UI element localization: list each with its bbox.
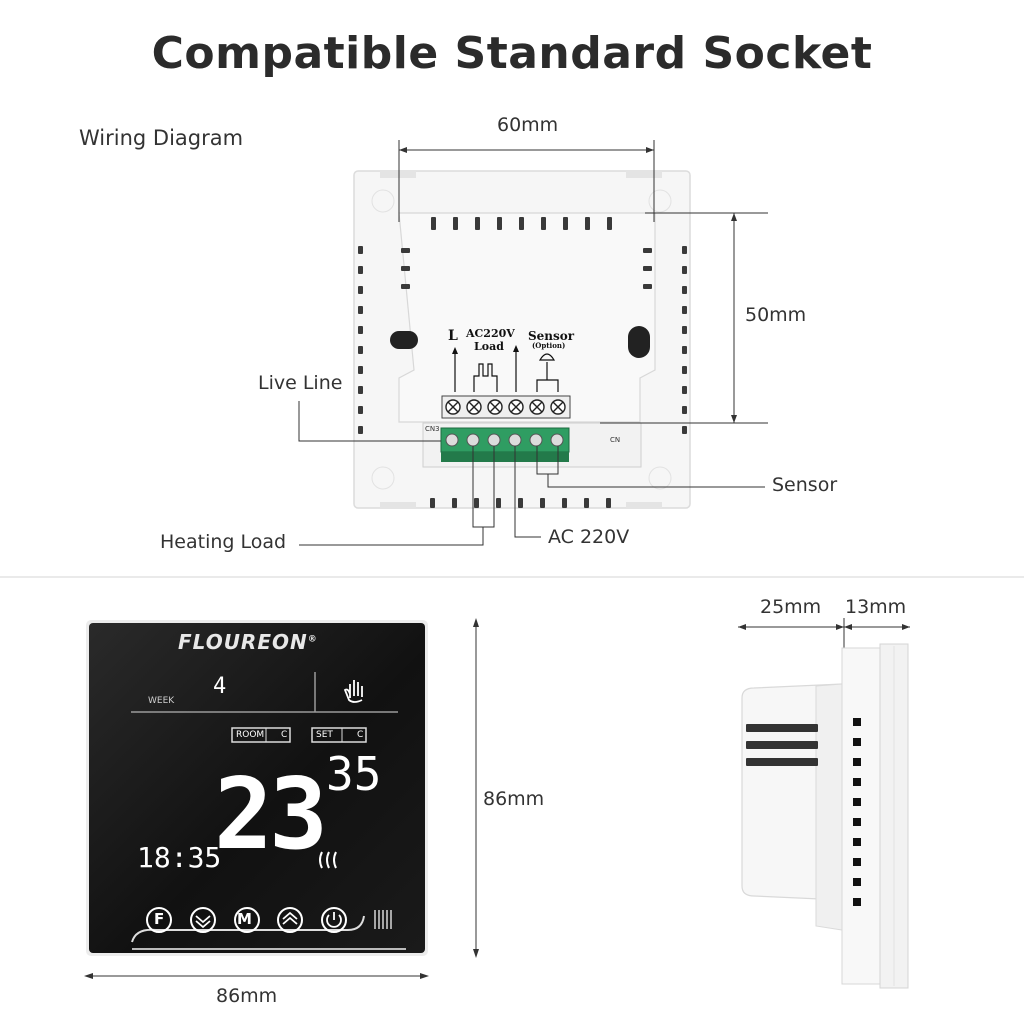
pcb-l-label: L — [448, 328, 458, 344]
room-label: ROOM — [236, 730, 265, 740]
dim-60mm: 60mm — [497, 114, 559, 136]
set-unit: C — [357, 730, 364, 740]
clock: 18:35 — [137, 841, 222, 874]
heating-load-callout — [299, 527, 484, 546]
button-m[interactable]: M — [237, 910, 252, 928]
up-icon — [282, 916, 298, 925]
page-title: Compatible Standard Socket — [151, 28, 873, 79]
live-line-callout — [298, 401, 441, 442]
side-view — [738, 618, 910, 989]
dim-86mm-width: 86mm — [216, 985, 278, 1007]
ac220v-callout — [514, 446, 541, 538]
dim-25mm: 25mm — [760, 596, 822, 618]
pcb-load-label: Load — [474, 340, 504, 353]
side-vents — [358, 246, 687, 434]
heating-load-label: Heating Load — [160, 531, 287, 553]
sensor-callout — [547, 474, 765, 488]
brand-logo: FLOUREON® — [178, 630, 318, 654]
pcb-sensor-label: Sensor — [528, 329, 575, 343]
pcb-cn-right: CN — [610, 436, 621, 444]
hand-icon — [343, 680, 363, 703]
front-dimensions — [84, 618, 479, 979]
pcb-ac220v-label: AC220V — [466, 327, 515, 340]
power-icon — [326, 914, 342, 928]
dim-13mm: 13mm — [845, 596, 907, 618]
dim-50mm: 50mm — [745, 304, 807, 326]
terminal-block-green — [440, 427, 570, 462]
down-icon — [195, 915, 211, 924]
week-value: 4 — [213, 674, 227, 699]
inner-housing — [398, 212, 656, 423]
room-unit: C — [281, 730, 288, 740]
room-temperature: 23 — [214, 758, 328, 872]
button-f[interactable]: F — [154, 910, 165, 928]
wiring-diagram — [0, 140, 1024, 578]
live-line-label: Live Line — [258, 372, 343, 394]
week-label: WEEK — [148, 696, 175, 706]
dim-86mm-height: 86mm — [483, 788, 545, 810]
thermostat-front — [86, 620, 428, 956]
heat-waves-icon — [319, 851, 337, 869]
terminal-block-top — [441, 395, 571, 419]
top-vents — [431, 217, 612, 230]
pcb-option-label: (Option) — [532, 341, 566, 350]
sensor-label: Sensor — [772, 474, 838, 496]
front-display — [131, 672, 406, 950]
wiring-diagram-heading: Wiring Diagram — [79, 126, 244, 150]
ac220v-label: AC 220V — [548, 526, 630, 548]
pcb-cn-left: CN3 — [425, 425, 440, 433]
set-label: SET — [316, 730, 333, 740]
set-temperature: 35 — [326, 747, 382, 801]
button-f-ring — [146, 907, 172, 933]
